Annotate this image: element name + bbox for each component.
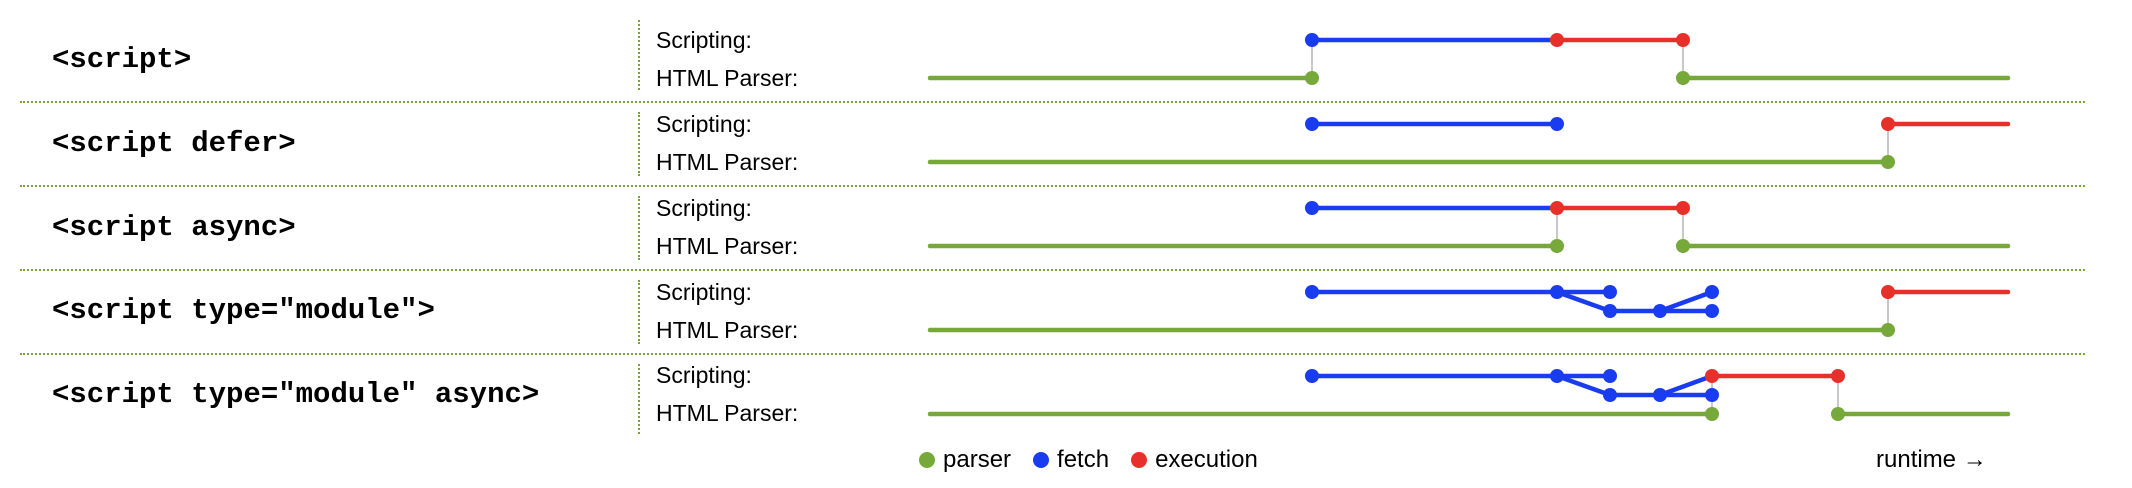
legend: parser fetch execution — [919, 444, 1280, 476]
row-tag-script-async: <script async> — [52, 211, 296, 244]
row-separator-vertical — [638, 196, 640, 260]
parser-track-label: HTML Parser: — [656, 65, 799, 91]
parser-track-label: HTML Parser: — [656, 233, 799, 259]
legend-label-parser: parser — [943, 446, 1012, 473]
fetch-dot — [1603, 388, 1617, 402]
row-tag-script-module-async: <script type="module" async> — [52, 378, 540, 411]
execution-dot — [1705, 369, 1719, 383]
execution-dot — [1550, 201, 1564, 215]
fetch-line — [1657, 373, 1715, 398]
row-divider — [20, 269, 2085, 271]
parser-dot-icon — [919, 452, 935, 468]
execution-dot — [1676, 201, 1690, 215]
row-tag-script: <script> — [52, 43, 192, 76]
scripting-track-label: Scripting: — [656, 279, 752, 305]
runtime-axis-label: runtime → — [1876, 446, 1987, 473]
row-divider — [20, 185, 2085, 187]
fetch-dot — [1305, 117, 1319, 131]
execution-dot-icon — [1131, 452, 1148, 468]
row-tag-script-defer: <script defer> — [52, 127, 296, 160]
execution-dot — [1676, 33, 1690, 47]
fetch-dot — [1305, 201, 1319, 215]
execution-dot — [1831, 369, 1845, 383]
row-separator-vertical — [638, 364, 640, 434]
fetch-dot — [1603, 285, 1617, 299]
fetch-dot — [1550, 117, 1564, 131]
row-separator-vertical — [638, 20, 640, 90]
fetch-dot — [1550, 369, 1564, 383]
parser-track-label: HTML Parser: — [656, 149, 799, 175]
parser-dot — [1831, 407, 1845, 421]
fetch-dot — [1653, 304, 1667, 318]
legend-label-fetch: fetch — [1057, 446, 1110, 473]
legend-label-execution: execution — [1155, 446, 1258, 473]
execution-dot — [1881, 285, 1895, 299]
parser-dot — [1676, 239, 1690, 253]
scripting-track-label: Scripting: — [656, 195, 752, 221]
fetch-dot-icon — [1033, 452, 1050, 468]
parser-dot — [1881, 323, 1895, 337]
legend-item-parser: parser — [919, 446, 1011, 474]
scripting-track-label: Scripting: — [656, 362, 752, 388]
fetch-line — [1554, 289, 1613, 314]
parser-dot — [1550, 239, 1564, 253]
row-divider — [20, 353, 2085, 355]
parser-track-label: HTML Parser: — [656, 400, 799, 426]
fetch-dot — [1305, 285, 1319, 299]
fetch-line — [1657, 289, 1715, 314]
parser-dot — [1705, 407, 1719, 421]
fetch-dot — [1550, 285, 1564, 299]
parser-dot — [1305, 71, 1319, 85]
parser-track-label: HTML Parser: — [656, 317, 799, 343]
fetch-dot — [1705, 304, 1719, 318]
parser-dot — [1881, 155, 1895, 169]
row-tag-script-module: <script type="module"> — [52, 294, 435, 327]
fetch-dot — [1603, 369, 1617, 383]
fetch-dot — [1653, 388, 1667, 402]
parser-dot — [1676, 71, 1690, 85]
fetch-dot — [1705, 285, 1719, 299]
execution-dot — [1550, 33, 1564, 47]
legend-item-execution: execution — [1131, 446, 1258, 474]
scripting-track-label: Scripting: — [656, 27, 752, 53]
execution-dot — [1881, 117, 1895, 131]
fetch-dot — [1603, 304, 1617, 318]
scripting-track-label: Scripting: — [656, 111, 752, 137]
fetch-line — [1554, 373, 1613, 398]
fetch-dot — [1705, 388, 1719, 402]
row-separator-vertical — [638, 112, 640, 176]
fetch-dot — [1305, 369, 1319, 383]
row-divider — [20, 101, 2085, 103]
fetch-dot — [1305, 33, 1319, 47]
legend-item-fetch: fetch — [1033, 446, 1109, 474]
row-separator-vertical — [638, 280, 640, 344]
